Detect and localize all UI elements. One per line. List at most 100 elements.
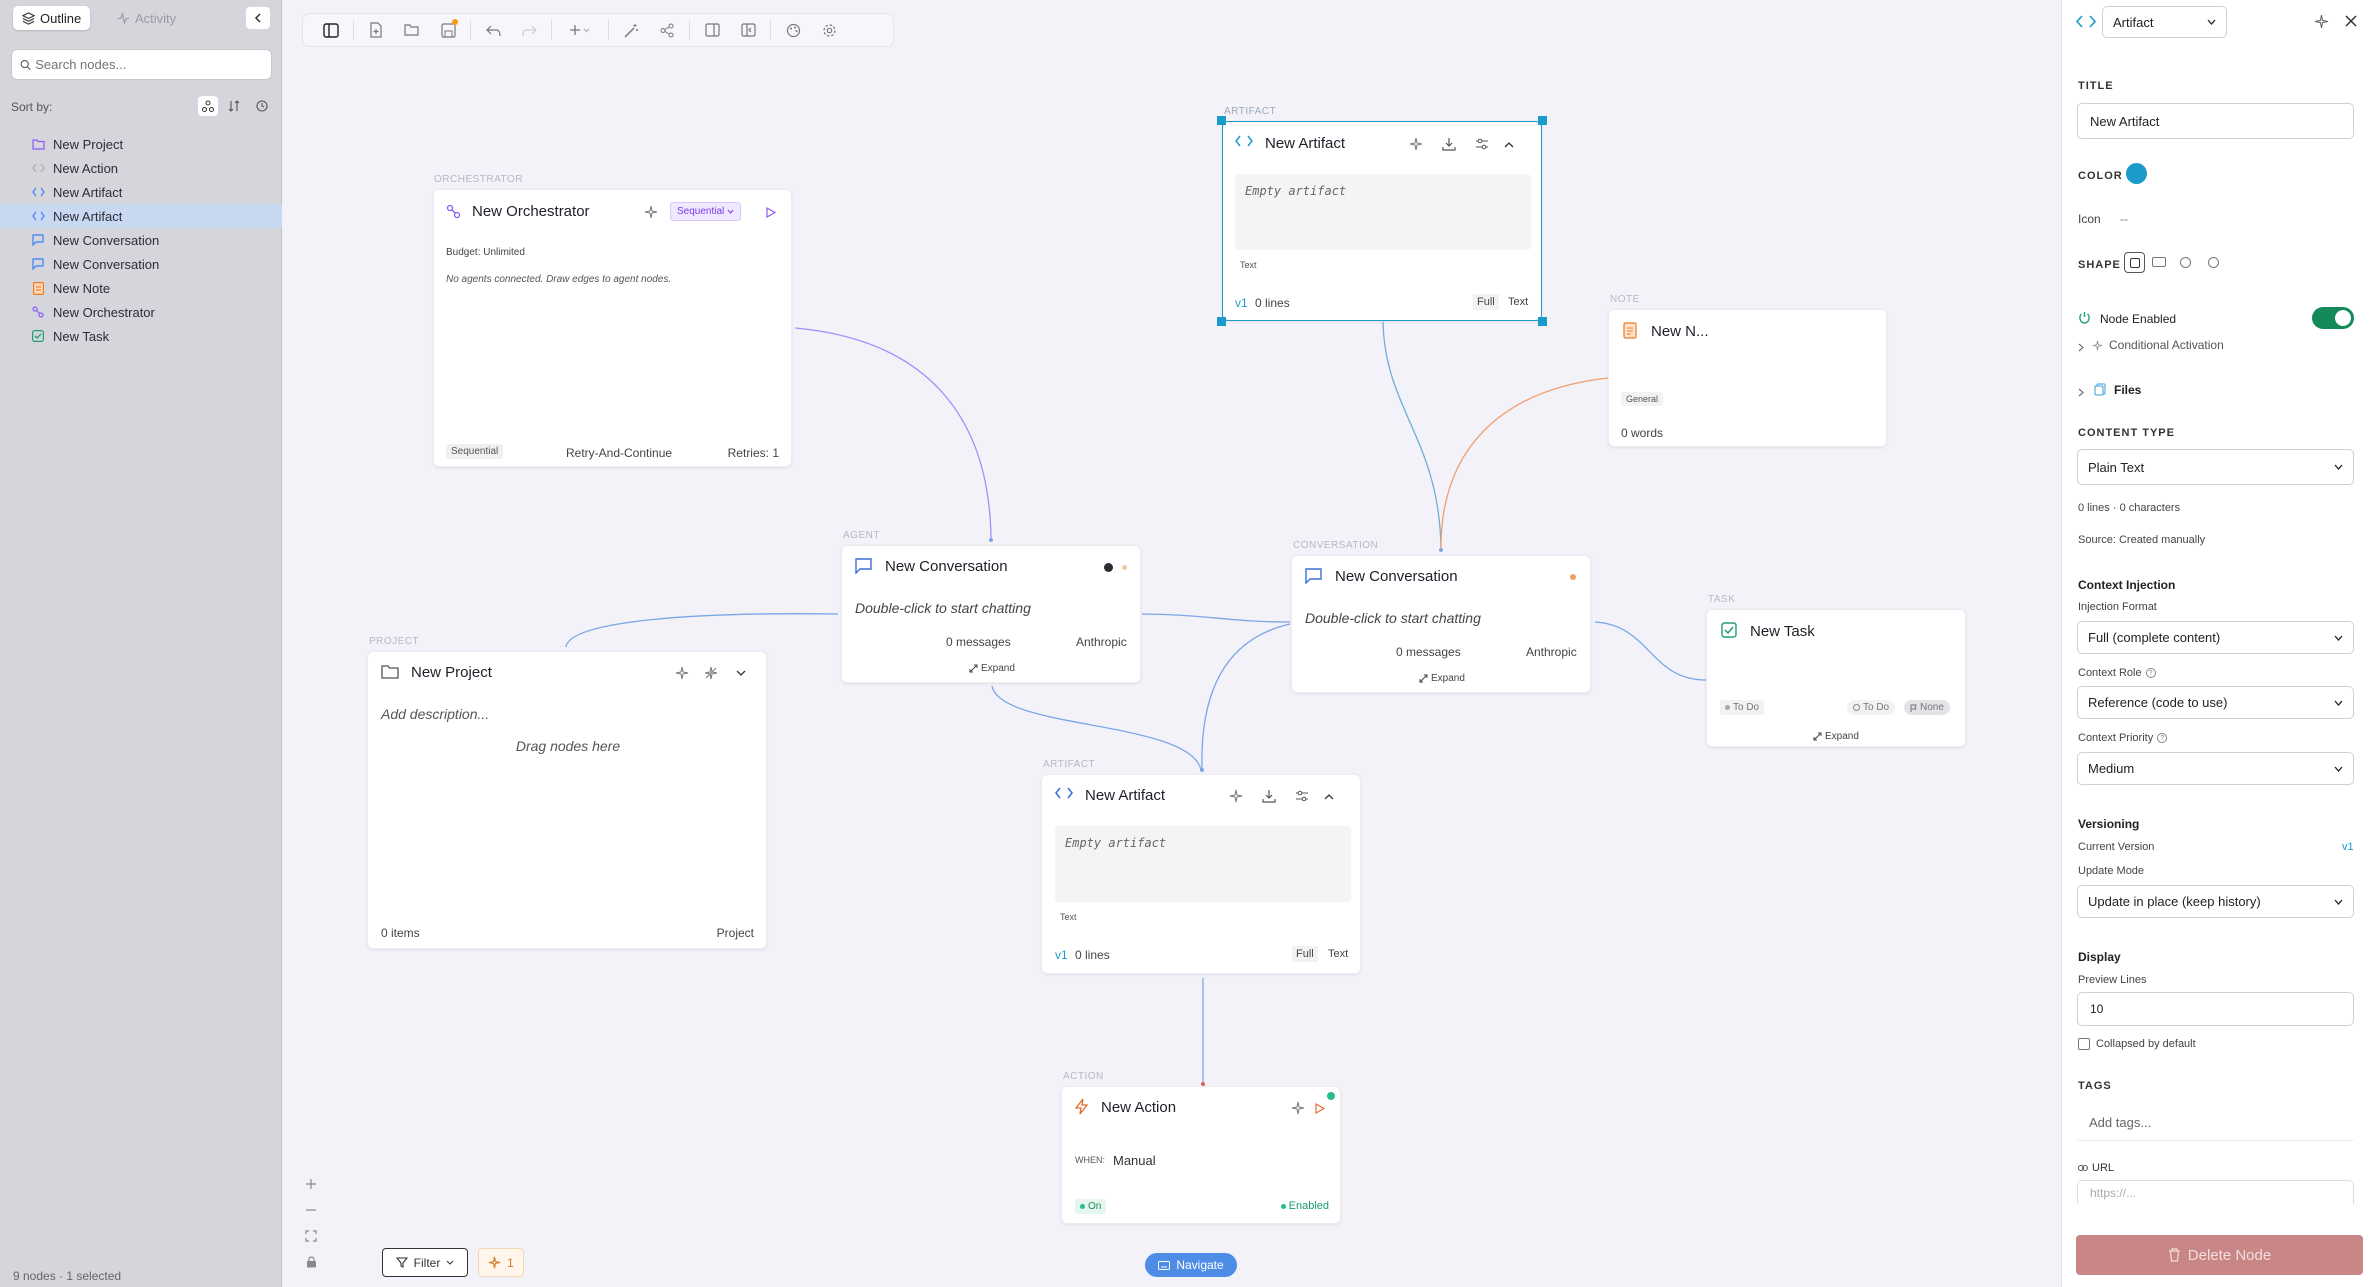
tree-item-project[interactable]: New Project xyxy=(0,132,282,156)
shape-square-option[interactable] xyxy=(2124,252,2145,273)
expand-button[interactable]: Expand xyxy=(969,663,1015,674)
resize-handle[interactable] xyxy=(1217,317,1226,326)
tree-item-note[interactable]: New Note xyxy=(0,276,282,300)
theme-button[interactable] xyxy=(775,13,811,47)
mode-dropdown[interactable]: Sequential xyxy=(670,202,742,221)
collapse-node-button[interactable] xyxy=(1498,133,1520,155)
tab-activity[interactable]: Activity xyxy=(108,6,185,30)
title-input[interactable]: New Artifact xyxy=(2077,103,2354,139)
view-text-toggle[interactable]: Text xyxy=(1508,296,1529,308)
settings-sliders-button[interactable] xyxy=(1291,785,1313,807)
run-button[interactable] xyxy=(760,201,782,223)
tree-item-task[interactable]: New Task xyxy=(0,324,282,348)
artifact-node[interactable]: New Artifact Empty artifact Text v1 0 li… xyxy=(1041,774,1361,974)
chevron-right-icon[interactable] xyxy=(2078,385,2084,400)
ai-suggestions-button[interactable]: 1 xyxy=(478,1248,524,1277)
resize-handle[interactable] xyxy=(1538,116,1547,125)
tree-item-artifact-selected[interactable]: New Artifact xyxy=(0,204,282,228)
task-node[interactable]: New Task To Do To Do None Expand xyxy=(1706,609,1966,747)
ai-sparkle-button[interactable] xyxy=(1287,1097,1309,1119)
shape-round-option[interactable] xyxy=(2208,257,2219,268)
zoom-out-button[interactable] xyxy=(299,1200,323,1220)
on-toggle[interactable]: On xyxy=(1075,1199,1107,1214)
help-icon[interactable]: ? xyxy=(2145,668,2156,678)
split-left-button[interactable] xyxy=(694,13,730,47)
context-priority-select[interactable]: Medium xyxy=(2077,752,2354,785)
expand-button[interactable]: Expand xyxy=(1419,673,1465,684)
zoom-in-button[interactable] xyxy=(299,1174,323,1194)
node-enabled-toggle[interactable] xyxy=(2312,307,2354,329)
shape-rect-option[interactable] xyxy=(2152,257,2166,267)
orchestrator-node[interactable]: New Orchestrator Sequential Budget: Unli… xyxy=(433,189,792,467)
injection-format-select[interactable]: Full (complete content) xyxy=(2077,621,2354,654)
files-section[interactable]: Files xyxy=(2114,383,2142,397)
preview-lines-input[interactable]: 10 xyxy=(2077,992,2354,1026)
settings-sliders-button[interactable] xyxy=(1471,133,1493,155)
view-full-toggle[interactable]: Full xyxy=(1473,294,1499,310)
fit-view-button[interactable] xyxy=(299,1226,323,1246)
update-mode-select[interactable]: Update in place (keep history) xyxy=(2077,885,2354,918)
project-node[interactable]: New Project Add description... Drag node… xyxy=(367,651,767,949)
help-icon[interactable]: ? xyxy=(2157,733,2168,743)
view-full-toggle[interactable]: Full xyxy=(1292,946,1318,962)
status-chip[interactable]: To Do xyxy=(1720,700,1765,715)
close-panel-button[interactable] xyxy=(2345,15,2357,30)
tree-item-action[interactable]: New Action xyxy=(0,156,282,180)
tree-item-artifact[interactable]: New Artifact xyxy=(0,180,282,204)
priority-pill[interactable]: None xyxy=(1904,700,1950,715)
node-type-select[interactable]: Artifact xyxy=(2102,6,2227,38)
split-right-button[interactable] xyxy=(730,13,766,47)
ai-sparkle-button[interactable] xyxy=(640,201,662,223)
redo-button[interactable] xyxy=(511,13,547,47)
add-node-button[interactable] xyxy=(556,13,604,47)
tree-item-conversation[interactable]: New Conversation xyxy=(0,252,282,276)
sort-recent-button[interactable] xyxy=(252,96,272,116)
ai-sparkle-button[interactable] xyxy=(671,662,693,684)
magic-button[interactable] xyxy=(700,662,722,684)
toggle-sidebar-button[interactable] xyxy=(313,13,349,47)
view-text-toggle[interactable]: Text xyxy=(1328,948,1349,960)
delete-node-button[interactable]: Delete Node xyxy=(2076,1235,2363,1275)
context-role-select[interactable]: Reference (code to use) xyxy=(2077,686,2354,719)
navigate-button[interactable]: Navigate xyxy=(1145,1253,1237,1277)
status-pill[interactable]: To Do xyxy=(1847,700,1896,715)
conversation-node[interactable]: New Conversation Double-click to start c… xyxy=(1291,555,1591,693)
filter-button[interactable]: Filter xyxy=(382,1248,468,1277)
conditional-activation[interactable]: Conditional Activation xyxy=(2109,338,2224,352)
collapse-sidebar-button[interactable] xyxy=(246,7,270,29)
ai-sparkle-button[interactable] xyxy=(1225,785,1247,807)
open-file-button[interactable] xyxy=(394,13,430,47)
tree-item-orchestrator[interactable]: New Orchestrator xyxy=(0,300,282,324)
ai-sparkle-button[interactable] xyxy=(1405,133,1427,155)
magic-wand-button[interactable] xyxy=(613,13,649,47)
tab-outline[interactable]: Outline xyxy=(13,6,91,30)
search-input[interactable] xyxy=(35,57,263,72)
chevron-right-icon[interactable] xyxy=(2078,340,2084,355)
run-action-button[interactable] xyxy=(1309,1097,1331,1119)
url-input[interactable]: https://... xyxy=(2077,1180,2354,1204)
resize-handle[interactable] xyxy=(1538,317,1547,326)
undo-button[interactable] xyxy=(475,13,511,47)
content-type-select[interactable]: Plain Text xyxy=(2077,449,2354,485)
collapsed-checkbox[interactable] xyxy=(2078,1038,2090,1050)
ai-sparkle-button[interactable] xyxy=(2314,14,2329,32)
tags-input[interactable]: Add tags... xyxy=(2077,1105,2354,1141)
sort-by-graph-button[interactable] xyxy=(198,96,218,116)
share-button[interactable] xyxy=(649,13,685,47)
tree-item-conversation[interactable]: New Conversation xyxy=(0,228,282,252)
new-file-button[interactable] xyxy=(358,13,394,47)
trigger-value[interactable]: Manual xyxy=(1113,1153,1156,1168)
artifact-node-selected[interactable]: New Artifact Empty artifact Text v1 0 li… xyxy=(1217,116,1547,326)
agent-conversation-node[interactable]: New Conversation Double-click to start c… xyxy=(841,545,1141,683)
settings-button[interactable] xyxy=(811,13,847,47)
action-node[interactable]: New Action WHEN: Manual On Enabled xyxy=(1061,1086,1341,1224)
expand-button[interactable]: Expand xyxy=(1813,731,1859,742)
save-button[interactable] xyxy=(430,13,466,47)
shape-circle-option[interactable] xyxy=(2180,257,2191,268)
collapse-node-button[interactable] xyxy=(1318,785,1340,807)
project-description[interactable]: Add description... xyxy=(381,706,490,722)
sort-alpha-button[interactable] xyxy=(224,96,244,116)
note-node[interactable]: New N... General 0 words xyxy=(1608,309,1887,447)
color-swatch[interactable] xyxy=(2126,163,2147,184)
download-button[interactable] xyxy=(1438,133,1460,155)
